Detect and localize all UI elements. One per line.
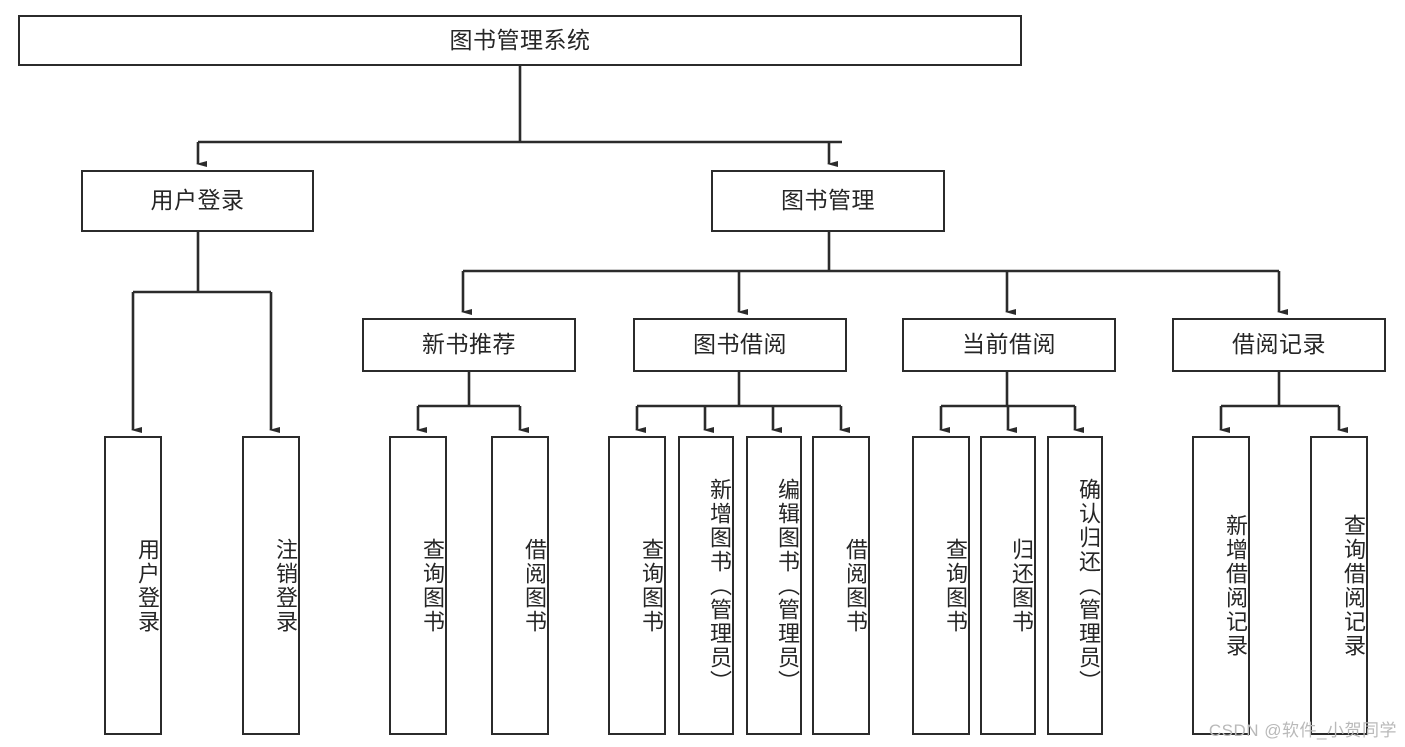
node-book-borrow-label: 图书借阅 [693,331,787,358]
node-leaf-add-borrow-record-label: 新增借阅记录 [1223,513,1248,658]
node-leaf-query-book-2[interactable]: 查询图书 [608,436,666,735]
node-current-borrow[interactable]: 当前借阅 [902,318,1116,372]
node-leaf-return-book-label: 归还图书 [1009,537,1034,634]
node-leaf-confirm-return-label: 确认归还（管理员） [1076,477,1101,694]
node-new-book-recommend-label: 新书推荐 [422,331,516,358]
watermark-text: CSDN @软件_小贺同学 [1208,721,1397,740]
node-book-management[interactable]: 图书管理 [711,170,945,232]
node-leaf-borrow-book-1-label: 借阅图书 [522,537,547,634]
node-leaf-edit-book[interactable]: 编辑图书（管理员） [746,436,802,735]
node-leaf-query-book-1-label: 查询图书 [420,537,445,634]
node-leaf-query-borrow-record-label: 查询借阅记录 [1341,513,1366,658]
node-leaf-logout-login[interactable]: 注销登录 [242,436,300,735]
node-leaf-query-book-3-label: 查询图书 [943,537,968,634]
node-book-borrow[interactable]: 图书借阅 [633,318,847,372]
node-leaf-add-book[interactable]: 新增图书（管理员） [678,436,734,735]
node-leaf-logout-login-label: 注销登录 [273,537,298,634]
node-root-label: 图书管理系统 [449,26,591,53]
node-leaf-edit-book-label: 编辑图书（管理员） [775,477,800,694]
node-leaf-confirm-return[interactable]: 确认归还（管理员） [1047,436,1103,735]
node-leaf-user-login-label: 用户登录 [135,537,160,634]
node-new-book-recommend[interactable]: 新书推荐 [362,318,576,372]
node-leaf-add-book-label: 新增图书（管理员） [707,477,732,694]
node-leaf-add-borrow-record[interactable]: 新增借阅记录 [1192,436,1250,735]
node-borrow-record[interactable]: 借阅记录 [1172,318,1386,372]
node-leaf-borrow-book-1[interactable]: 借阅图书 [491,436,549,735]
node-borrow-record-label: 借阅记录 [1232,331,1326,358]
node-leaf-borrow-book-2-label: 借阅图书 [843,537,868,634]
node-leaf-borrow-book-2[interactable]: 借阅图书 [812,436,870,735]
node-leaf-query-book-3[interactable]: 查询图书 [912,436,970,735]
node-current-borrow-label: 当前借阅 [962,331,1056,358]
node-leaf-return-book[interactable]: 归还图书 [980,436,1036,735]
node-leaf-query-book-1[interactable]: 查询图书 [389,436,447,735]
node-leaf-query-book-2-label: 查询图书 [639,537,664,634]
node-user-login-label: 用户登录 [150,187,245,214]
node-book-management-label: 图书管理 [781,187,875,214]
node-user-login[interactable]: 用户登录 [81,170,314,232]
node-leaf-user-login[interactable]: 用户登录 [104,436,162,735]
node-root[interactable]: 图书管理系统 [18,15,1022,66]
node-leaf-query-borrow-record[interactable]: 查询借阅记录 [1310,436,1368,735]
